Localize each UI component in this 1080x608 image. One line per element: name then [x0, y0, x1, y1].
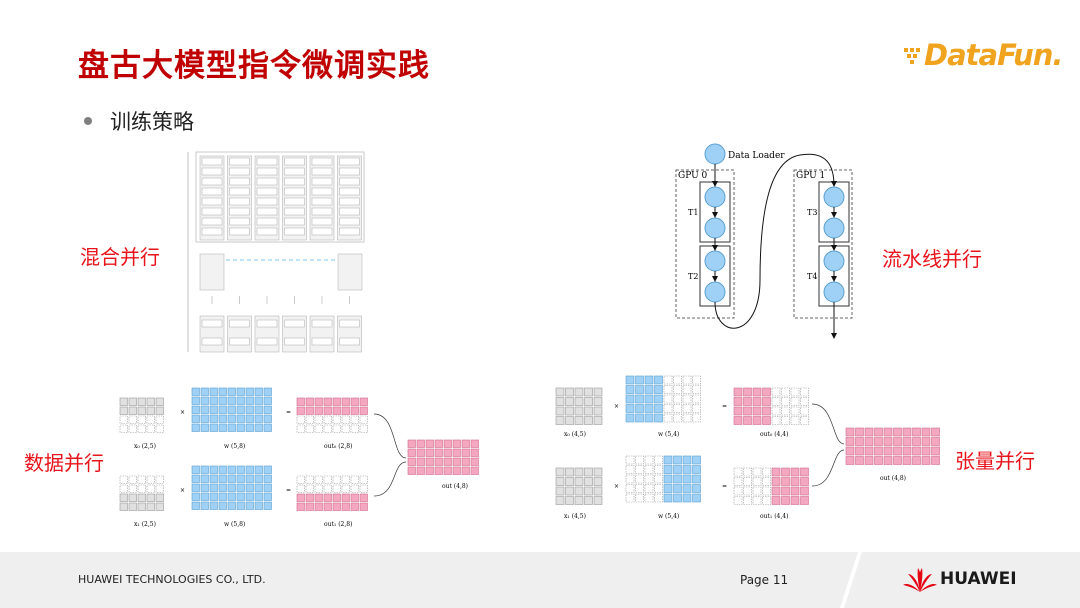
data-parallel-figure: x₀ (2,5) w (5,8) out₀ (2,8) x₁ (2,5) w (… [112, 378, 500, 536]
bullet-dot [84, 117, 92, 125]
out-label: out (4,8) [442, 483, 468, 490]
pipeline-parallel-label: 流水线并行 [882, 247, 982, 271]
hybrid-parallel-label: 混合并行 [80, 245, 160, 269]
tp-out1-matrix [771, 467, 809, 505]
data-parallel-diagram: x₀ (2,5) w (5,8) out₀ (2,8) x₁ (2,5) w (… [119, 387, 479, 528]
out-matrix [407, 439, 479, 475]
svg-text:=: = [722, 483, 727, 490]
tp-out1-label: out₁ (4,4) [760, 513, 788, 520]
tp-out0-empty [771, 387, 809, 425]
data-loader-label: Data Loader [728, 151, 785, 161]
svg-text:×: × [180, 409, 185, 416]
svg-text:=: = [286, 487, 291, 494]
x1-label: x₁ (2,5) [134, 521, 156, 528]
tp-out-label: out (4,8) [880, 475, 906, 482]
tp-w-top-matrix [625, 375, 663, 423]
bullet-text: 训练策略 [110, 110, 194, 134]
tensor-parallel-figure: x₀ (4,5) w (5,4) out₀ (4,4) x₁ (4,5) w (… [550, 368, 946, 528]
tensor-parallel-label: 张量并行 [955, 449, 1035, 473]
tp-w-top-empty [663, 375, 701, 423]
tp-x0-matrix [555, 387, 603, 425]
x1-empty-rows [119, 475, 164, 493]
tp-w-bottom-label: w (5,4) [658, 513, 679, 520]
logo-dots-icon [904, 48, 920, 64]
w-top-matrix [191, 387, 272, 432]
x0-label: x₀ (2,5) [134, 443, 156, 450]
huawei-brand-text: HUAWEI [940, 569, 1017, 589]
pipeline-diagram: GPU 0 GPU 1 T1 T2 T3 T4 Data Loader [675, 143, 853, 339]
tp-out-matrix [845, 427, 940, 465]
w-bottom-label: w (5,8) [224, 521, 245, 528]
t4-label: T4 [807, 272, 817, 281]
out0-empty-rows [296, 415, 368, 433]
page-number: Page 11 [740, 573, 789, 587]
svg-text:×: × [614, 483, 619, 490]
tp-out0-label: out₀ (4,4) [760, 431, 788, 438]
w-top-label: w (5,8) [224, 443, 245, 450]
tp-x1-matrix [555, 467, 603, 505]
huawei-petal-icon [903, 568, 937, 592]
svg-text:×: × [614, 403, 619, 410]
hybrid-parallel-diagram [187, 151, 365, 353]
out1-matrix [296, 493, 368, 511]
tp-out1-empty [733, 467, 771, 505]
t3-label: T3 [807, 208, 817, 217]
data-parallel-label: 数据并行 [24, 451, 104, 475]
gpu0-label: GPU 0 [678, 171, 708, 181]
tp-x0-label: x₀ (4,5) [564, 431, 586, 438]
tp-w-top-label: w (5,4) [658, 431, 679, 438]
out0-label: out₀ (2,8) [324, 443, 352, 450]
footer-divider [840, 552, 862, 608]
svg-text:=: = [722, 403, 727, 410]
tp-out0-matrix [733, 387, 771, 425]
tp-x1-label: x₁ (4,5) [564, 513, 586, 520]
x1-matrix [119, 493, 164, 511]
gpu1-label: GPU 1 [796, 171, 825, 181]
w-bottom-matrix [191, 465, 272, 510]
datafun-logo: DataFun. [902, 38, 1063, 74]
out1-label: out₁ (2,8) [324, 521, 352, 528]
tp-w-bottom-empty [625, 455, 663, 503]
pipeline-parallel-figure: GPU 0 GPU 1 T1 T2 T3 T4 Data Loader [670, 140, 870, 340]
tp-w-bottom-matrix [663, 455, 701, 503]
x0-empty-rows [119, 415, 164, 433]
x0-matrix [119, 397, 164, 415]
out0-matrix [296, 397, 368, 415]
footer-bar [0, 552, 1080, 608]
t1-label: T1 [688, 208, 698, 217]
tensor-parallel-diagram: x₀ (4,5) w (5,4) out₀ (4,4) x₁ (4,5) w (… [555, 375, 940, 520]
hybrid-machine-grid [187, 151, 365, 353]
out1-empty-rows [296, 475, 368, 493]
t2-label: T2 [688, 272, 698, 281]
logo-text: DataFun. [924, 38, 1063, 72]
slide-title: 盘古大模型指令微调实践 [78, 48, 430, 84]
huawei-logo: HUAWEI [900, 566, 1040, 594]
svg-text:×: × [180, 487, 185, 494]
footer-company: HUAWEI TECHNOLOGIES CO., LTD. [78, 573, 266, 586]
svg-text:=: = [286, 409, 291, 416]
hybrid-parallel-figure [176, 144, 368, 358]
